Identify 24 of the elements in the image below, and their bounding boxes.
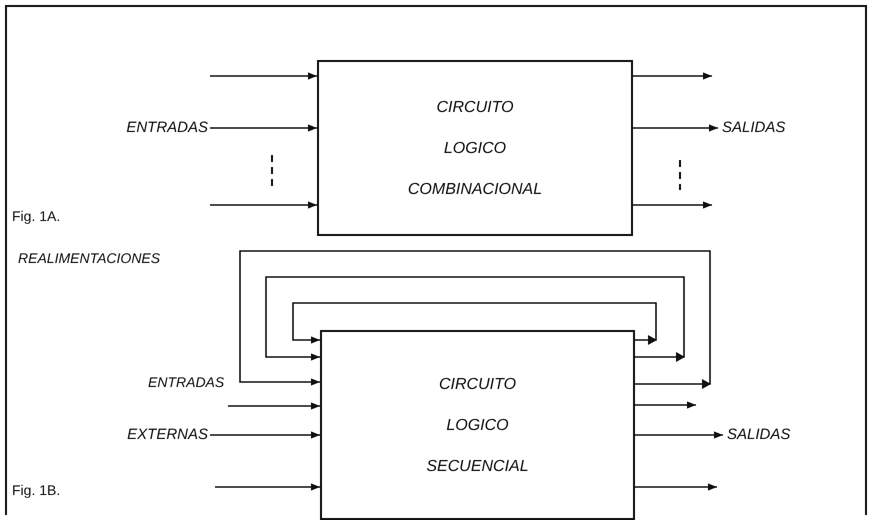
signal-arrow — [633, 72, 712, 80]
signal-arrow — [210, 124, 317, 132]
signal-arrow — [633, 124, 718, 132]
signal-arrow — [635, 431, 723, 439]
logic-circuit-block — [320, 330, 635, 520]
signal-label: REALIMENTACIONES — [18, 249, 160, 267]
block-title: CIRCUITO LOGICO COMBINACIONAL — [408, 98, 542, 200]
signal-arrow — [635, 401, 696, 409]
signal-label: SALIDAS — [722, 119, 796, 137]
signal-arrow — [215, 483, 320, 491]
logic-circuit-block — [317, 60, 633, 236]
signal-label: ENTRADAS — [120, 119, 208, 137]
signal-label: SALIDAS — [727, 426, 801, 444]
signal-label: ENTRADAS — [148, 373, 224, 391]
signal-arrow — [210, 201, 317, 209]
signal-arrow — [228, 402, 320, 410]
block-title: CIRCUITO LOGICO SECUENCIAL — [426, 374, 529, 476]
signal-arrow — [210, 431, 320, 439]
figure-caption: Fig. 1B. — [12, 481, 60, 499]
signal-arrow — [210, 72, 317, 80]
signal-arrow — [635, 483, 717, 491]
signal-arrow — [633, 201, 712, 209]
figure-caption: Fig. 1A. — [12, 207, 60, 225]
signal-label: EXTERNAS — [120, 426, 208, 444]
